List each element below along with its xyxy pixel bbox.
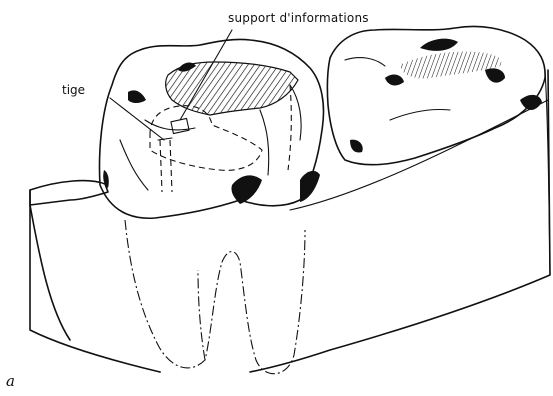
panel-letter: a [6, 372, 15, 390]
leader-tige [110, 98, 164, 140]
molar-crown-right [327, 27, 545, 165]
molar-roots [125, 220, 305, 374]
label-tige: tige [62, 83, 85, 97]
jaw-block [30, 70, 550, 372]
label-support-informations: support d'informations [228, 11, 369, 25]
